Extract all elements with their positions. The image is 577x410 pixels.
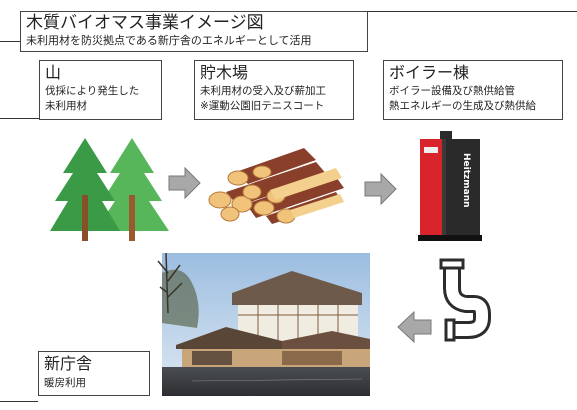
pipe-icon xyxy=(439,258,491,342)
step-mountain-line-2: 未利用材 xyxy=(45,100,87,112)
step-storage-line-1: 未利用材の受入及び薪加工 xyxy=(200,85,326,97)
arrow-right-icon xyxy=(364,172,397,206)
firewood-icon xyxy=(208,148,344,224)
boiler-brand-text: Heitzmann xyxy=(461,153,471,208)
step-boiler-line-2: 熱エネルギーの生成及び熱供給 xyxy=(389,100,536,112)
step-boiler-title: ボイラー棟 xyxy=(389,63,470,82)
tree-front xyxy=(50,138,120,241)
left-border-line-top xyxy=(0,41,20,42)
arrow-right-icon xyxy=(168,166,201,200)
diagram-subtitle: 未利用材を防災拠点である新庁舎のエネルギーとして活用 xyxy=(26,34,312,47)
step-mountain-title: 山 xyxy=(45,63,62,82)
left-border-line-mid xyxy=(0,118,39,119)
arrow-left-icon xyxy=(397,310,432,344)
left-border-line-bottom xyxy=(0,401,38,402)
tree-back xyxy=(95,138,169,241)
step-new-hall-box: 新庁舎 暖房利用 xyxy=(38,351,150,396)
tree-icon xyxy=(50,138,169,241)
step-mountain-box: 山 伐採により発生した 未利用材 xyxy=(39,60,162,120)
diagram-title: 木質バイオマス事業イメージ図 xyxy=(26,13,264,33)
step-storage-title: 貯木場 xyxy=(200,63,249,82)
step-storage-box: 貯木場 未利用材の受入及び薪加工 ※運動公園旧テニスコート xyxy=(194,60,354,120)
step-new-hall-title: 新庁舎 xyxy=(44,354,93,373)
step-storage-line-2: ※運動公園旧テニスコート xyxy=(200,100,325,112)
step-boiler-line-1: ボイラー設備及び熱供給管 xyxy=(389,85,515,97)
building-photo xyxy=(157,252,370,396)
top-border-line xyxy=(368,11,577,12)
step-mountain-line-1: 伐採により発生した xyxy=(45,85,140,97)
step-new-hall-line-1: 暖房利用 xyxy=(44,377,86,389)
boiler-icon: Heitzmann xyxy=(418,131,482,241)
step-boiler-box: ボイラー棟 ボイラー設備及び熱供給管 熱エネルギーの生成及び熱供給 xyxy=(383,60,563,120)
diagram-title-box: 木質バイオマス事業イメージ図 未利用材を防災拠点である新庁舎のエネルギーとして活… xyxy=(20,11,368,52)
